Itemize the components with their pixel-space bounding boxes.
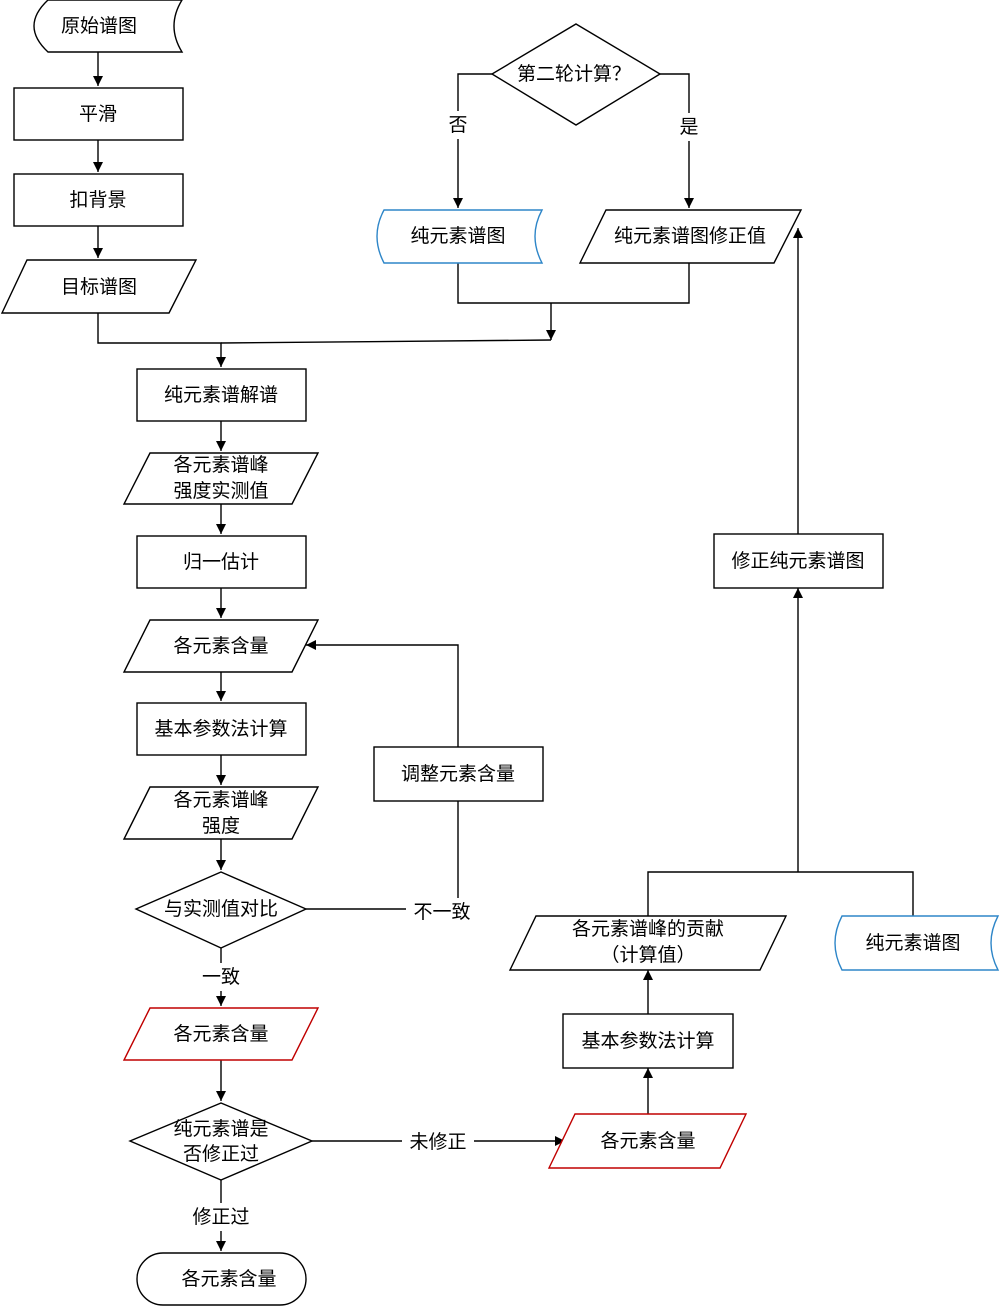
svg-text:（计算值）: （计算值） <box>600 944 695 966</box>
edge-decision-yes <box>660 73 694 208</box>
edge-adjust-to-content <box>306 640 459 747</box>
node-peak-intensity: 各元素谱峰 强度 <box>122 786 320 840</box>
svg-text:强度: 强度 <box>202 815 240 837</box>
edge-label-no: 否 <box>448 114 467 136</box>
edge-label-inconsistent: 不一致 <box>413 901 470 923</box>
edge-merge-bottom <box>647 871 914 916</box>
node-peak-contribution: 各元素谱峰的贡献 （计算值） <box>508 915 788 971</box>
node-element-content-2: 各元素含量 <box>122 1007 320 1061</box>
svg-text:各元素含量: 各元素含量 <box>600 1130 695 1152</box>
svg-text:扣背景: 扣背景 <box>69 189 126 211</box>
svg-text:纯元素谱图: 纯元素谱图 <box>865 932 960 954</box>
edge-compare-inconsistent <box>306 801 459 910</box>
node-pure-element-spectrum-right: 纯元素谱图 <box>834 915 1000 971</box>
svg-text:修正纯元素谱图: 修正纯元素谱图 <box>731 550 864 572</box>
svg-text:基本参数法计算: 基本参数法计算 <box>154 718 287 740</box>
node-correct-pure-element-spectrum: 修正纯元素谱图 <box>713 533 884 589</box>
edge-merge-top <box>457 262 690 304</box>
node-element-content-right: 各元素含量 <box>547 1113 748 1169</box>
edge-labels: 否 是 不一致 一致 未修正 修正过 <box>187 111 703 1231</box>
svg-text:纯元素谱是: 纯元素谱是 <box>173 1118 268 1140</box>
svg-text:强度实测值: 强度实测值 <box>173 480 268 502</box>
node-measured-peak-intensity: 各元素谱峰 强度实测值 <box>122 452 320 505</box>
svg-text:目标谱图: 目标谱图 <box>61 276 137 298</box>
edge-decision-no <box>453 73 492 208</box>
node-smooth: 平滑 <box>13 87 184 141</box>
node-adjust-element-content: 调整元素含量 <box>373 746 544 802</box>
svg-text:否修正过: 否修正过 <box>183 1143 259 1165</box>
node-original-spectrum: 原始谱图 <box>33 0 184 53</box>
node-compare-with-measured: 与实测值对比 <box>134 871 308 949</box>
svg-text:纯元素谱图: 纯元素谱图 <box>410 225 505 247</box>
svg-text:纯元素谱图修正值: 纯元素谱图修正值 <box>614 225 766 247</box>
edge-target-to-deconvolution <box>97 313 226 367</box>
node-fundamental-parameter-calc-right: 基本参数法计算 <box>562 1013 734 1069</box>
svg-text:与实测值对比: 与实测值对比 <box>164 898 278 920</box>
node-fundamental-parameter-calc-left: 基本参数法计算 <box>136 702 307 756</box>
svg-text:各元素谱峰的贡献: 各元素谱峰的贡献 <box>572 918 724 940</box>
svg-text:纯元素谱解谱: 纯元素谱解谱 <box>164 384 278 406</box>
svg-text:调整元素含量: 调整元素含量 <box>401 763 515 785</box>
node-element-content-1: 各元素含量 <box>122 619 320 673</box>
node-target-spectrum: 目标谱图 <box>0 259 198 314</box>
node-pure-element-spectrum-corrected: 纯元素谱图修正值 <box>578 209 803 264</box>
node-normalization-estimate: 归一估计 <box>136 535 307 589</box>
svg-text:各元素含量: 各元素含量 <box>173 1023 268 1045</box>
edge-label-yes: 是 <box>679 116 698 138</box>
node-subtract-background: 扣背景 <box>13 173 184 227</box>
edge-label-corrected: 修正过 <box>192 1206 249 1228</box>
svg-text:原始谱图: 原始谱图 <box>61 15 137 37</box>
svg-text:各元素含量: 各元素含量 <box>173 635 268 657</box>
edge-label-not-corrected: 未修正 <box>409 1131 466 1153</box>
svg-text:各元素含量: 各元素含量 <box>181 1268 276 1290</box>
edge-label-consistent: 一致 <box>202 966 240 988</box>
svg-text:第二轮计算？: 第二轮计算？ <box>517 63 631 85</box>
svg-text:各元素谱峰: 各元素谱峰 <box>173 789 268 811</box>
svg-text:平滑: 平滑 <box>79 103 117 125</box>
edges <box>93 52 914 1251</box>
edge-merge-to-main <box>220 339 552 344</box>
svg-text:归一估计: 归一估计 <box>183 551 259 573</box>
node-second-round-decision: 第二轮计算？ <box>490 23 662 126</box>
svg-text:基本参数法计算: 基本参数法计算 <box>581 1030 714 1052</box>
node-corrected-decision: 纯元素谱是 否修正过 <box>128 1102 314 1181</box>
node-pure-element-spectrum-top: 纯元素谱图 <box>376 209 544 264</box>
node-element-content-final: 各元素含量 <box>136 1252 307 1306</box>
node-pure-element-deconvolution: 纯元素谱解谱 <box>136 368 307 422</box>
svg-text:各元素谱峰: 各元素谱峰 <box>173 454 268 476</box>
